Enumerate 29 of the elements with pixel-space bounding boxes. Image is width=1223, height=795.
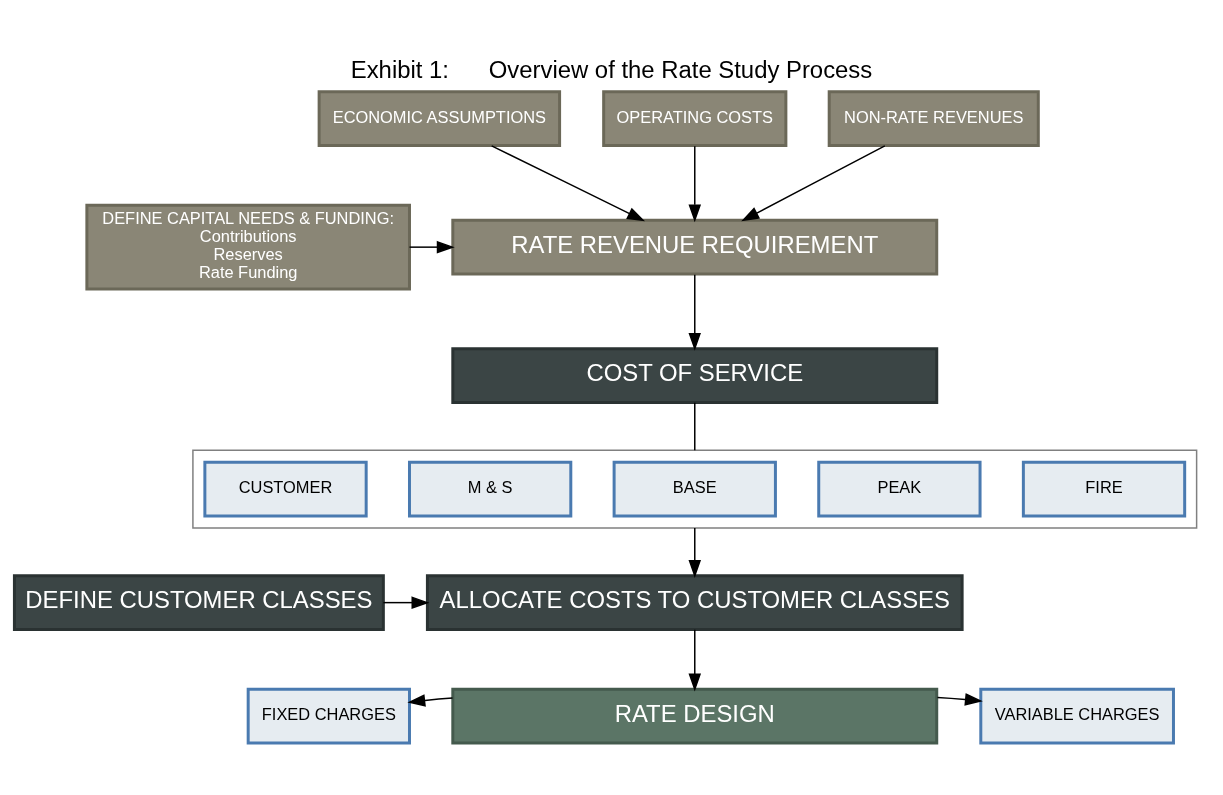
node-box: CUSTOMER [203,460,368,517]
node-box: NON-RATE REVENUES [827,89,1040,147]
node-box: ALLOCATE COSTS TO CUSTOMER CLASSES [425,573,964,631]
diagram-title: Exhibit 1: Overview of the Rate Study Process [350,55,873,83]
node-box: FIXED CHARGES [246,687,411,745]
arrow [688,273,702,351]
node-box: FIRE [1021,460,1187,517]
arrow [936,692,983,706]
node-box: PEAK [817,460,982,517]
arrow [688,144,702,222]
arrow [688,526,702,578]
arrow [408,240,455,253]
node-box: RATE REVENUE REQUIREMENT [451,218,939,276]
arrow [688,628,702,691]
arrow [382,595,430,609]
arrow [407,693,454,707]
cluster [192,449,1198,529]
node-box: M & S [408,460,573,517]
arrow [490,144,645,221]
node-box: COST OF SERVICE [451,346,939,404]
node-box: BASE [612,460,777,517]
node-box: RATE DESIGN [451,687,939,745]
node-box: OPERATING COSTS [602,89,788,147]
node-box: DEFINE CUSTOMER CLASSES [12,573,385,631]
connector [694,401,696,451]
node-box: ECONOMIC ASSUMPTIONS [317,89,562,147]
node-box: VARIABLE CHARGES [979,687,1175,745]
node-box: DEFINE CAPITAL NEEDS & FUNDING: Contributions Reserves Rate Funding [85,203,411,290]
arrow [741,144,886,221]
